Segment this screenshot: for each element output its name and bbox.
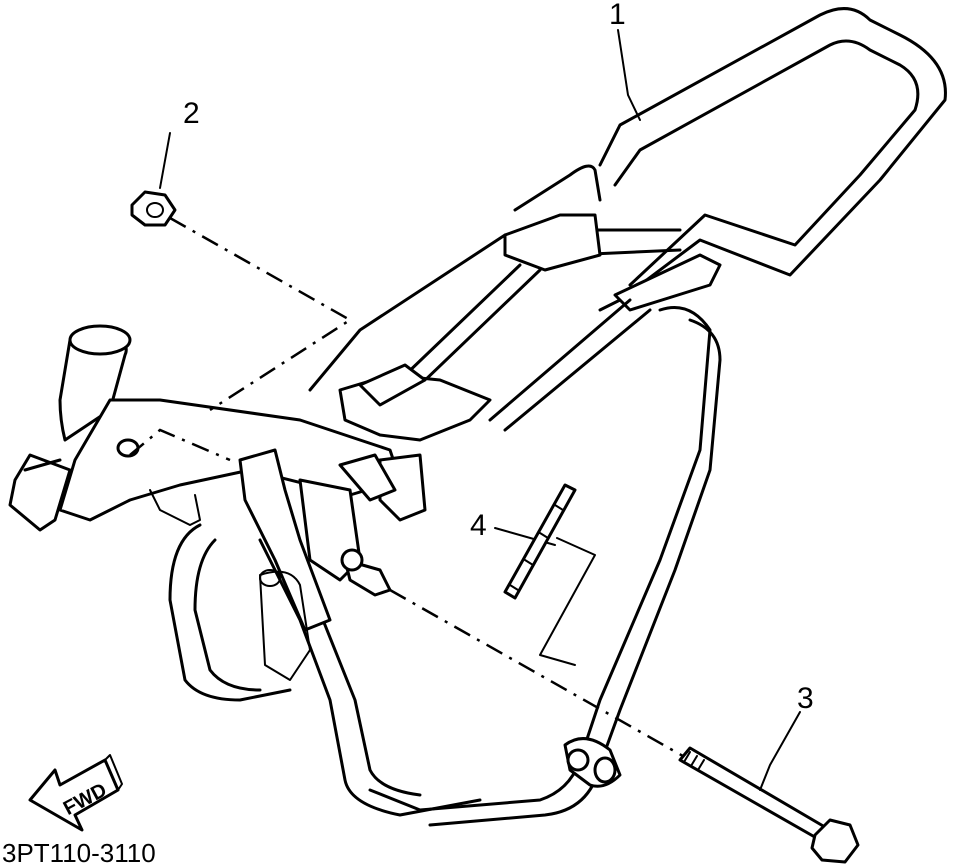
pin-part-4 xyxy=(503,483,577,600)
nut-part-2 xyxy=(130,132,177,227)
frame-assembly xyxy=(8,7,947,827)
callout-3: 3 xyxy=(797,682,814,715)
callout-4: 4 xyxy=(470,509,487,542)
callout-2: 2 xyxy=(183,97,200,130)
forward-direction-arrow: FWD xyxy=(28,754,123,832)
diagram-code: 3PT110-3110 xyxy=(2,838,156,867)
callout-1: 1 xyxy=(609,0,626,31)
bolt-part-3 xyxy=(678,711,860,864)
